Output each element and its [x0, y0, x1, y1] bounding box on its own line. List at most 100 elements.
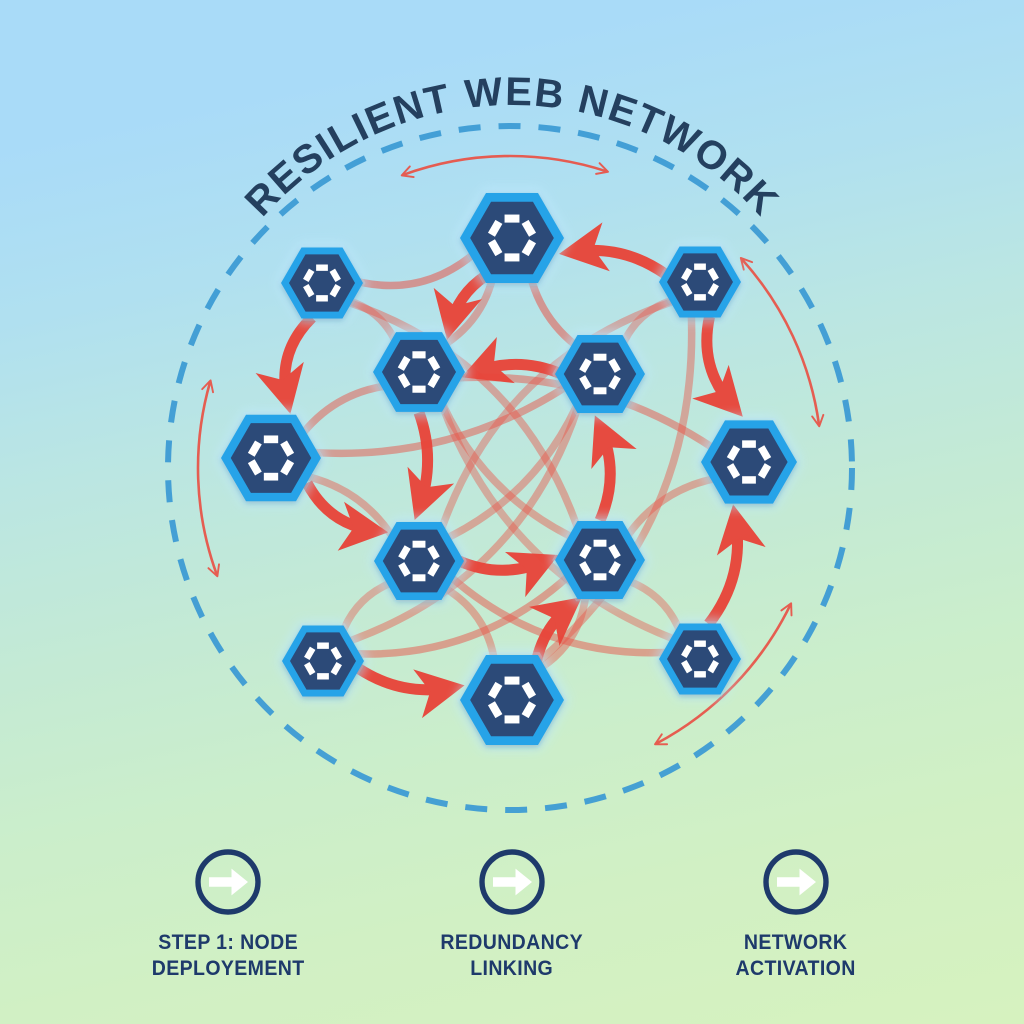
redundancy-link	[432, 386, 587, 546]
flow-arrow	[255, 313, 316, 414]
arc-bottom-right	[654, 602, 793, 746]
segmented-hexagon-ring-icon	[681, 263, 719, 301]
arc-left-lower	[196, 379, 220, 578]
flow-arrow	[355, 663, 465, 719]
glyph-segment	[681, 267, 693, 282]
legend-item-1[interactable]: STEP 1: NODE DEPLOYEMENT	[133, 846, 323, 981]
network-node[interactable]	[278, 245, 366, 321]
network-boundary	[165, 123, 855, 813]
glyph-segment	[579, 375, 592, 390]
glyph-segment	[247, 459, 262, 476]
glyph-segment	[303, 268, 315, 283]
node-inner-hexagon	[470, 201, 554, 275]
node-inner-hexagon	[230, 423, 312, 493]
flow-arrow	[302, 480, 389, 551]
glyph-segment	[707, 644, 719, 659]
node-inner-hexagon	[710, 428, 788, 496]
glyph-segment	[681, 282, 693, 297]
legend: STEP 1: NODE DEPLOYEMENT REDUNDANCY LINKI…	[0, 846, 1024, 981]
legend-item-label: NETWORK ACTIVATION	[735, 931, 857, 980]
node-inner-hexagon	[290, 632, 356, 690]
glyph-segment	[726, 463, 741, 479]
segmented-hexagon-ring-icon	[247, 435, 295, 481]
glyph-segment	[726, 445, 741, 461]
redundancy-link	[334, 388, 587, 649]
legend-arrow-glyph	[209, 868, 248, 896]
network-node[interactable]	[370, 329, 468, 415]
node-layer	[218, 190, 800, 748]
segmented-hexagon-ring-icon	[398, 540, 440, 582]
glyph-segment	[280, 440, 295, 457]
network-node[interactable]	[456, 652, 568, 748]
legend-item-label: STEP 1: NODE DEPLOYEMENT	[151, 931, 305, 980]
redundancy-link	[432, 386, 688, 647]
node-inner-hexagon	[381, 339, 457, 405]
node-inner-hexagon	[667, 253, 733, 311]
glyph-segment	[521, 681, 537, 699]
node-inner-hexagon	[667, 630, 733, 688]
legend-item-label: REDUNDANCY LINKING	[440, 931, 584, 980]
glyph-segment	[707, 659, 719, 674]
glyph-segment	[579, 561, 592, 576]
network-node[interactable]	[656, 621, 744, 697]
legend-arrow-glyph	[493, 868, 532, 896]
arc-right-upper	[739, 256, 825, 428]
legend-item-3[interactable]: NETWORK ACTIVATION	[701, 846, 891, 981]
glyph-segment	[427, 562, 440, 577]
flow-arrow	[704, 504, 766, 628]
redundancy-link	[616, 472, 731, 551]
glyph-segment	[280, 459, 295, 476]
flow-arrow	[692, 315, 743, 417]
arrow-right-circle-icon[interactable]	[760, 846, 832, 918]
segmented-hexagon-ring-icon	[681, 640, 719, 678]
glyph-segment	[608, 375, 621, 390]
glyph-segment	[681, 644, 693, 659]
glyph-segment	[247, 440, 262, 457]
node-inner-hexagon	[563, 528, 637, 592]
redundancy-link	[293, 376, 580, 458]
segmented-hexagon-ring-icon	[487, 676, 537, 724]
network-node[interactable]	[371, 519, 467, 603]
segmented-hexagon-ring-icon	[304, 642, 342, 680]
arrow-right-circle-icon[interactable]	[192, 846, 264, 918]
legend-arrow-glyph	[777, 868, 816, 896]
glyph-segment	[521, 701, 537, 719]
legend-icon-ring	[763, 849, 829, 915]
network-node[interactable]	[456, 190, 568, 286]
glyph-segment	[608, 358, 621, 373]
glyph-segment	[608, 544, 621, 559]
glyph-segment	[521, 219, 537, 237]
node-inner-hexagon	[563, 342, 637, 406]
segmented-hexagon-ring-icon	[397, 351, 441, 393]
network-node[interactable]	[279, 623, 367, 699]
flow-arrow	[591, 415, 637, 523]
segmented-hexagon-ring-icon	[487, 214, 537, 262]
glyph-segment	[487, 239, 503, 257]
redundancy-link	[432, 294, 688, 548]
network-node[interactable]	[218, 412, 324, 504]
glyph-segment	[579, 358, 592, 373]
network-node[interactable]	[656, 244, 744, 320]
arrow-right-circle-icon[interactable]	[476, 846, 548, 918]
flow-arrow	[456, 551, 559, 598]
glyph-segment	[398, 545, 411, 560]
network-node[interactable]	[552, 332, 648, 416]
network-node[interactable]	[698, 417, 800, 507]
glyph-segment	[304, 646, 316, 661]
segmented-hexagon-ring-icon	[579, 539, 621, 581]
glyph-segment	[707, 282, 719, 297]
glyph-segment	[397, 355, 411, 371]
glyph-segment	[329, 283, 341, 298]
legend-item-2[interactable]: REDUNDANCY LINKING	[417, 846, 607, 981]
network-node[interactable]	[552, 518, 648, 602]
glyph-segment	[521, 239, 537, 257]
glyph-segment	[427, 355, 441, 371]
legend-icon-ring	[195, 849, 261, 915]
glyph-segment	[579, 544, 592, 559]
glyph-segment	[487, 681, 503, 699]
glyph-segment	[303, 283, 315, 298]
glyph-segment	[681, 659, 693, 674]
glyph-segment	[398, 562, 411, 577]
